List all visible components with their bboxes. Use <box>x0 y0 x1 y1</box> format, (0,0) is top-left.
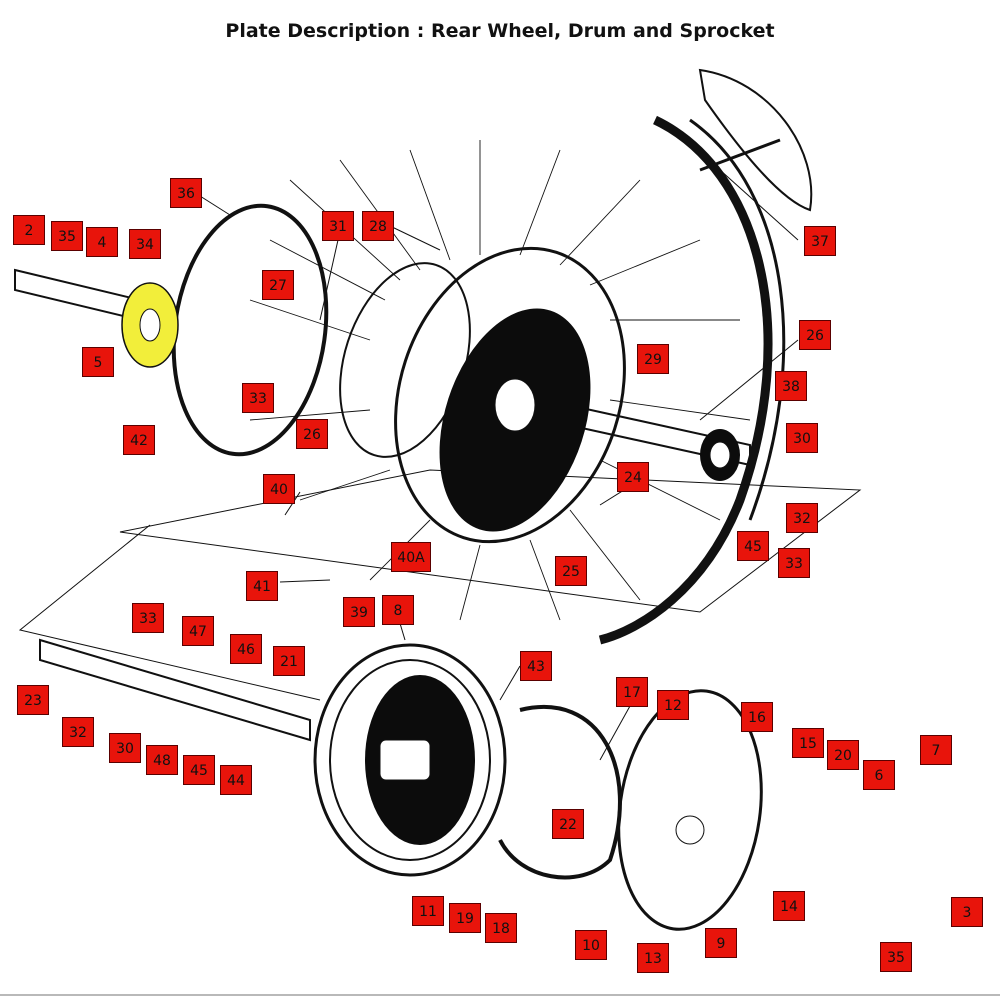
callout-label[interactable]: 25 <box>555 556 587 586</box>
callout-label[interactable]: 47 <box>182 616 214 646</box>
callout-label[interactable]: 26 <box>296 419 328 449</box>
callout-label[interactable]: 30 <box>786 423 818 453</box>
tyre-arc <box>598 115 773 645</box>
callout-label[interactable]: 6 <box>863 760 895 790</box>
callout-label[interactable]: 17 <box>616 677 648 707</box>
callout-label[interactable]: 23 <box>17 685 49 715</box>
callout-label[interactable]: 22 <box>552 809 584 839</box>
callout-label[interactable]: 39 <box>343 597 375 627</box>
callout-label[interactable]: 15 <box>792 728 824 758</box>
callout-label[interactable]: 29 <box>637 344 669 374</box>
callout-label[interactable]: 46 <box>230 634 262 664</box>
sprocket-ring <box>313 643 507 877</box>
callout-label[interactable]: 24 <box>617 462 649 492</box>
callout-label[interactable]: 14 <box>773 891 805 921</box>
axle-lower <box>39 638 311 742</box>
callout-label[interactable]: 48 <box>146 745 178 775</box>
plate-title: Plate Description : Rear Wheel, Drum and… <box>225 20 775 42</box>
callout-label[interactable]: 8 <box>382 595 414 625</box>
callout-label[interactable]: 43 <box>520 651 552 681</box>
callout-label[interactable]: 40A <box>391 542 431 572</box>
callout-label[interactable]: 37 <box>804 226 836 256</box>
callout-label[interactable]: 31 <box>322 211 354 241</box>
callout-label[interactable]: 9 <box>705 928 737 958</box>
callout-label[interactable]: 19 <box>449 903 481 933</box>
callout-label[interactable]: 36 <box>170 178 202 208</box>
callout-label[interactable]: 3 <box>951 897 983 927</box>
callout-label[interactable]: 13 <box>637 943 669 973</box>
brake-disc-37 <box>698 68 813 212</box>
callout-label[interactable]: 40 <box>263 474 295 504</box>
callout-label[interactable]: 45 <box>737 531 769 561</box>
callout-label[interactable]: 33 <box>242 383 274 413</box>
bottom-divider <box>0 994 1000 996</box>
callout-label[interactable]: 18 <box>485 913 517 943</box>
callout-label[interactable]: 33 <box>778 548 810 578</box>
brake-shoe <box>498 704 622 880</box>
callout-label[interactable]: 21 <box>273 646 305 676</box>
callout-label[interactable]: 11 <box>412 896 444 926</box>
callout-label[interactable]: 45 <box>183 755 215 785</box>
callout-label[interactable]: 38 <box>775 371 807 401</box>
callout-label[interactable]: 2 <box>13 215 45 245</box>
callout-label[interactable]: 27 <box>262 270 294 300</box>
callout-label[interactable]: 26 <box>799 320 831 350</box>
callout-label[interactable]: 28 <box>362 211 394 241</box>
callout-label[interactable]: 41 <box>246 571 278 601</box>
callout-label[interactable]: 42 <box>123 425 155 455</box>
callout-label[interactable]: 33 <box>132 603 164 633</box>
hub-flange <box>394 246 626 544</box>
callout-label[interactable]: 44 <box>220 765 252 795</box>
callout-label[interactable]: 5 <box>82 347 114 377</box>
callout-label[interactable]: 7 <box>920 735 952 765</box>
lower-plane <box>18 524 321 701</box>
callout-label[interactable]: 32 <box>62 717 94 747</box>
callout-label[interactable]: 4 <box>86 227 118 257</box>
callout-label[interactable]: 32 <box>786 503 818 533</box>
callout-label[interactable]: 35 <box>51 221 83 251</box>
callout-label[interactable]: 16 <box>741 702 773 732</box>
axle-left <box>14 268 141 322</box>
callout-label[interactable]: 35 <box>880 942 912 972</box>
callout-label[interactable]: 10 <box>575 930 607 960</box>
brake-backplate <box>617 689 763 931</box>
highlighted-part-5 <box>121 282 179 368</box>
callout-label[interactable]: 12 <box>657 690 689 720</box>
ground-plane <box>119 469 862 613</box>
callout-label[interactable]: 34 <box>129 229 161 259</box>
callout-label[interactable]: 30 <box>109 733 141 763</box>
callout-label[interactable]: 20 <box>827 740 859 770</box>
